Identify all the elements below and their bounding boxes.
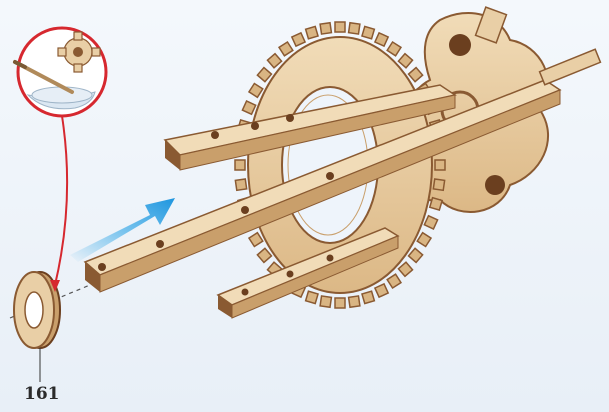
gear-tooth (335, 22, 345, 32)
gear-tooth (279, 42, 293, 56)
gear-tooth (349, 296, 360, 307)
gear-tooth (249, 83, 263, 97)
gear-tooth (362, 291, 374, 303)
gear-tooth (433, 179, 444, 190)
gear-tooth (320, 296, 331, 307)
gear-tooth (242, 101, 255, 114)
gear-tooth (249, 233, 263, 247)
gear-tooth (320, 23, 331, 34)
gear-tooth (417, 233, 431, 247)
glue-applicator-gear-icon (15, 28, 106, 116)
gear-tooth (435, 160, 445, 170)
gear-tooth (398, 54, 412, 68)
gear-tooth (306, 291, 318, 303)
gear-tooth (292, 33, 305, 46)
gear-tooth (362, 26, 374, 38)
gear-tooth (409, 68, 423, 82)
gear-tooth (387, 42, 401, 56)
gear-tooth (387, 274, 401, 288)
gear-tooth (235, 160, 245, 170)
gear-tooth (257, 68, 271, 82)
gear-tooth (306, 26, 318, 38)
gear-tooth (257, 248, 271, 262)
washer-part (14, 272, 60, 382)
gear-tooth (349, 23, 360, 34)
gear-tooth (375, 33, 388, 46)
part-number-label: 161 (24, 384, 60, 404)
gear-tooth (409, 248, 423, 262)
gear-tooth (424, 216, 437, 229)
gear-tooth (430, 198, 442, 210)
gear-tooth (267, 54, 281, 68)
gear-tooth (235, 179, 246, 190)
gear-tooth (335, 298, 345, 308)
gear-tooth (375, 284, 388, 297)
callout-pointer (55, 116, 67, 285)
gear-tooth (398, 262, 412, 276)
